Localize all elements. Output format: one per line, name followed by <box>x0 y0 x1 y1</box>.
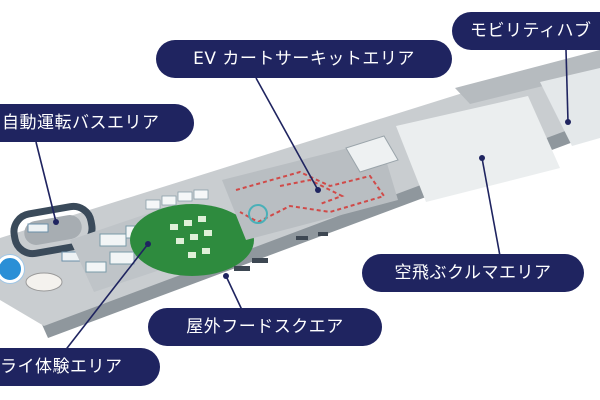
bus-loop-track <box>10 202 96 258</box>
label-outdoor-food-square: 屋外フードスクエア <box>148 308 382 346</box>
label-trial-experience-area: ライ体験エリア <box>0 348 160 386</box>
label-ev-kart-circuit-area: EV カートサーキットエリア <box>156 40 452 78</box>
ev-kart-marker <box>248 204 268 224</box>
leader-dots <box>53 119 571 279</box>
bus-loop-inner <box>24 215 82 245</box>
building-roof <box>345 135 399 173</box>
tent-row <box>145 189 209 210</box>
tent <box>25 272 63 292</box>
current-location-marker <box>0 255 24 283</box>
parked-vehicles <box>234 232 328 271</box>
food-stalls <box>170 216 212 258</box>
north-strip <box>455 50 600 104</box>
bus-vehicle <box>27 223 49 233</box>
label-mobility-hub: モビリティハブ <box>452 12 600 50</box>
mobility-hub-building <box>540 68 600 146</box>
label-autonomous-bus-area: 自動運転バスエリア <box>0 104 194 142</box>
label-flying-car-area: 空飛ぶクルマエリア <box>362 254 584 292</box>
leader-lines <box>35 49 569 353</box>
flying-car-hangar <box>396 96 560 202</box>
